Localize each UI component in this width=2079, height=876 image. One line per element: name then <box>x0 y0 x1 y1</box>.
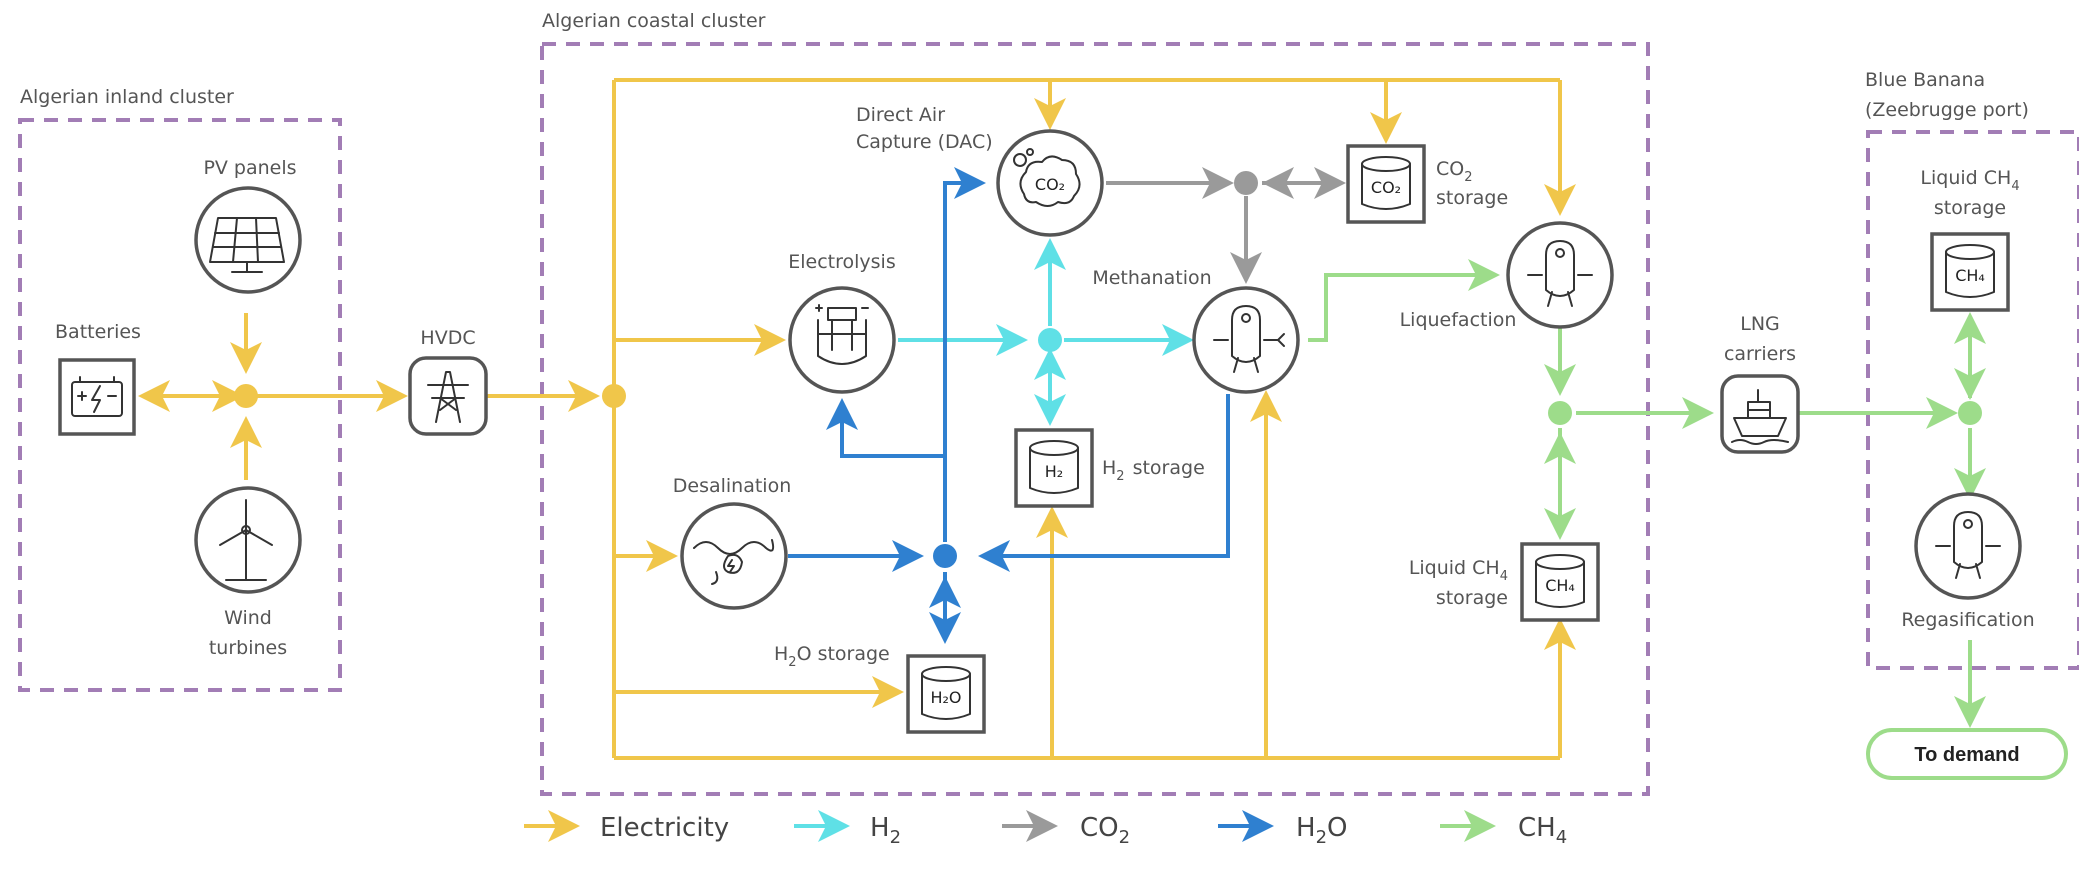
to-demand-box <box>1866 728 2068 780</box>
liquid-ch4-storage-coastal-node: CH₄ <box>1520 542 1600 622</box>
liquid-ch4-storage-bb-label-word: storage <box>1934 197 2006 219</box>
co2-storage-label-word: storage <box>1436 187 1508 209</box>
wind-turbines-label-line2: turbines <box>209 637 287 659</box>
co2-storage-label: CO2 <box>1436 158 1473 185</box>
to-demand-label: To demand <box>1914 744 2019 766</box>
blue-banana-cluster-border <box>1866 130 2079 670</box>
h2o-junction <box>933 544 957 568</box>
h2-flows <box>898 238 1194 426</box>
wind-turbine-icon <box>219 499 273 581</box>
co2-cloud-icon <box>1013 148 1081 207</box>
dac-node: CO₂ <box>996 129 1104 237</box>
legend: Electricity H2 CO2 H2O CH4 <box>524 810 1567 848</box>
transmission-tower-icon <box>427 371 469 423</box>
h2o-storage-node: H₂O <box>906 654 986 734</box>
cylinder-icon <box>1361 156 1411 210</box>
liquefaction-node <box>1506 221 1614 329</box>
legend-h2o-label: H2O <box>1296 813 1347 848</box>
cylinder-icon <box>1945 244 1995 298</box>
co2-storage-box-text: CO₂ <box>1371 178 1401 197</box>
batteries-label: Batteries <box>55 321 141 343</box>
electricity-flows <box>138 78 1576 760</box>
inland-cluster-border <box>18 118 342 692</box>
desalination-node <box>680 502 788 610</box>
pv-panels-label: PV panels <box>203 157 296 179</box>
battery-icon <box>71 376 123 417</box>
cylinder-icon <box>1029 440 1079 494</box>
water-drop-icon <box>693 539 775 585</box>
h2-storage-box-text: H₂ <box>1045 462 1063 481</box>
co2-junction <box>1234 171 1258 195</box>
ship-icon <box>1731 389 1789 445</box>
coastal-cluster-border <box>540 42 1650 796</box>
ch4-coastal-junction <box>1548 401 1572 425</box>
h2-storage-node: H₂ <box>1014 428 1094 508</box>
liquid-ch4-storage-label-word: storage <box>1436 587 1508 609</box>
inland-cluster-title: Algerian inland cluster <box>20 86 234 108</box>
legend-h2-label: H2 <box>870 813 901 848</box>
dac-label-line2: Capture (DAC) <box>856 131 993 153</box>
lng-carriers-label-line1: LNG <box>1740 313 1780 335</box>
liquid-ch4-storage-bb-label: Liquid CH4 <box>1920 167 2019 194</box>
electrolysis-label: Electrolysis <box>788 251 896 273</box>
lng-carriers-node <box>1720 374 1800 454</box>
reactor-icon <box>1213 305 1285 373</box>
co2-flows <box>1106 167 1346 284</box>
h2o-storage-box-text: H₂O <box>930 688 961 707</box>
regasification-node <box>1914 492 2022 600</box>
lng-carriers-label-line2: carriers <box>1724 343 1796 365</box>
h2o-flows <box>788 167 1230 644</box>
h2-junction <box>1038 328 1062 352</box>
cylinder-icon <box>1535 554 1585 608</box>
legend-co2-label: CO2 <box>1080 813 1130 848</box>
blue-banana-title-line2: (Zeebrugge port) <box>1865 99 2029 121</box>
ch4-storage-bb-box-text: CH₄ <box>1955 266 1985 285</box>
h2o-storage-label: H2O storage <box>774 643 890 670</box>
reactor-icon <box>1935 511 2001 579</box>
hvdc-label: HVDC <box>420 327 475 349</box>
legend-ch4-label: CH4 <box>1518 813 1567 848</box>
pv-panels-node <box>194 186 302 294</box>
solar-panel-icon <box>209 217 285 273</box>
coastal-cluster-title: Algerian coastal cluster <box>542 10 766 32</box>
regasification-label: Regasification <box>1901 609 2034 631</box>
ch4-blue-banana-junction <box>1958 401 1982 425</box>
liquid-ch4-storage-label: Liquid CH4 <box>1409 557 1508 584</box>
dac-label-line1: Direct Air <box>856 104 945 126</box>
liquid-ch4-storage-bb-node: CH₄ <box>1930 232 2010 312</box>
cylinder-icon <box>921 666 971 720</box>
blue-banana-title-line1: Blue Banana <box>1865 69 1985 91</box>
methanation-node <box>1192 286 1300 394</box>
coastal-electricity-junction <box>602 384 626 408</box>
inland-electricity-junction <box>234 384 258 408</box>
methanation-label: Methanation <box>1092 267 1211 289</box>
desalination-label: Desalination <box>673 475 792 497</box>
electrolysis-node <box>788 286 896 394</box>
batteries-node <box>58 358 136 436</box>
wind-turbines-label-line1: Wind <box>224 607 272 629</box>
ch4-flows <box>1308 259 1986 728</box>
wind-turbines-node <box>194 486 302 594</box>
co2-storage-node: CO₂ <box>1346 144 1426 224</box>
legend-electricity-label: Electricity <box>600 813 729 843</box>
electrolysis-cell-icon <box>815 304 869 365</box>
reactor-icon <box>1527 240 1593 307</box>
ch4-storage-box-text: CH₄ <box>1545 576 1575 595</box>
dac-co2-text: CO₂ <box>1035 175 1065 194</box>
liquefaction-label: Liquefaction <box>1400 309 1517 331</box>
hvdc-node <box>408 356 488 436</box>
